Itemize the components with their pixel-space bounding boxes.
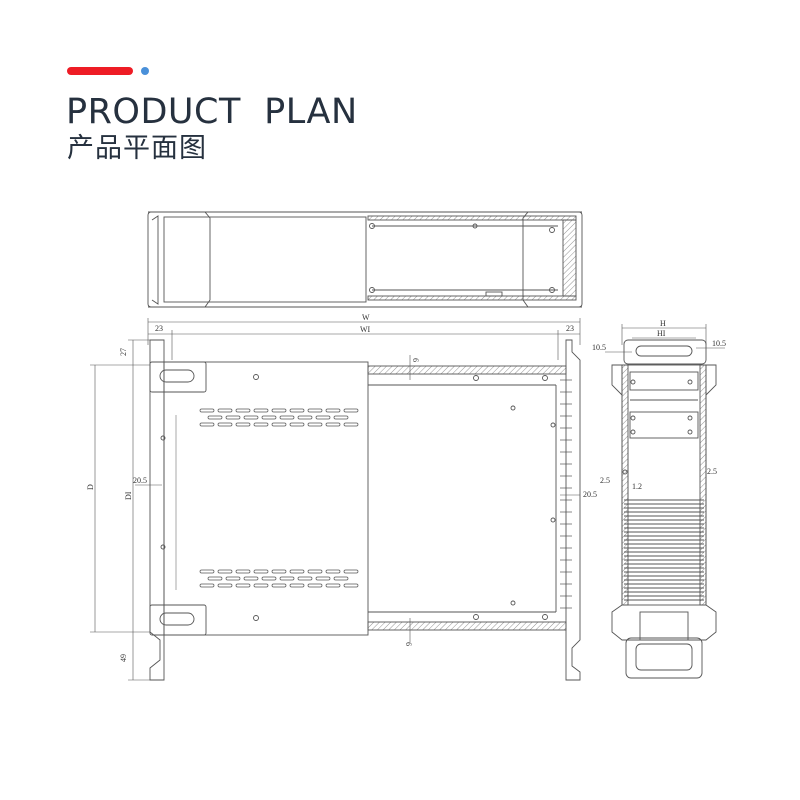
dim-label-wall-right: 2.5 xyxy=(707,467,717,476)
front-screw xyxy=(473,375,479,381)
side-bottom-bracket xyxy=(639,611,689,641)
side-handle-top xyxy=(623,339,707,365)
front-vent-bottom xyxy=(199,569,359,588)
top-view-left-handle xyxy=(148,211,211,308)
front-bottom-wall xyxy=(367,621,567,631)
side-bracket-1 xyxy=(629,371,699,391)
dim-label-top-height: 27 xyxy=(119,348,128,356)
side-left-wall xyxy=(621,364,629,606)
side-screw xyxy=(630,429,636,435)
front-vent-top xyxy=(199,408,359,427)
side-screw xyxy=(687,379,693,385)
dim-label-inner-width: WI xyxy=(360,325,371,334)
front-right-edge xyxy=(565,339,581,681)
top-view-left-handle-inner xyxy=(151,215,159,305)
side-bracket-2 xyxy=(629,411,699,439)
dim-label-height: H xyxy=(660,319,666,328)
dim-label-inner-depth: DI xyxy=(124,491,133,500)
top-view-screw xyxy=(549,227,555,233)
front-screw xyxy=(160,435,166,441)
side-handle-top-slot xyxy=(635,345,693,357)
side-handle-bottom-slot xyxy=(635,643,693,671)
side-screw xyxy=(687,415,693,421)
front-screw xyxy=(550,422,556,428)
dim-label-top-wall: 6 xyxy=(411,358,420,362)
accent-bar xyxy=(67,67,133,75)
front-cover-panel xyxy=(163,361,369,636)
dim-label-inner-height: HI xyxy=(657,329,666,338)
dim-label-wall-left: 2.5 xyxy=(600,476,610,485)
front-screw xyxy=(542,375,548,381)
top-view-outline xyxy=(147,211,583,308)
side-view: H HI 10.5 10.5 2.5 2.5 1.2 xyxy=(592,319,726,679)
dim-label-fin-offset: 20.5 xyxy=(583,490,597,499)
side-screw xyxy=(622,469,628,475)
front-handle-top-slot xyxy=(159,369,195,383)
front-screw xyxy=(253,615,259,621)
dim-label-bottom-height: 49 xyxy=(119,654,128,662)
dim-label-bottom-wall: 6 xyxy=(404,642,413,646)
dim-label-left-width: 23 xyxy=(155,324,163,333)
dim-label-wall-thin: 1.2 xyxy=(632,482,642,491)
front-screw xyxy=(510,405,516,411)
top-view-end-wall xyxy=(562,219,577,297)
page-title: PRODUCT PLAN xyxy=(66,92,358,132)
dim-label-total-width: W xyxy=(362,313,370,322)
side-handle-bottom xyxy=(625,637,703,679)
top-view-right-handle xyxy=(522,211,582,308)
top-view-cover xyxy=(163,216,367,303)
dim-label-right-ear: 10.5 xyxy=(712,339,726,348)
side-right-wall xyxy=(699,364,707,606)
front-top-wall xyxy=(367,365,567,375)
front-screw xyxy=(550,517,556,523)
front-view: 23 W WI 23 27 D DI 49 20.5 20.5 6 6 xyxy=(86,313,597,681)
front-screw xyxy=(542,614,548,620)
front-screw xyxy=(473,614,479,620)
top-view-screw xyxy=(472,223,478,229)
top-view-screw xyxy=(549,287,555,293)
dim-label-right-width: 23 xyxy=(566,324,574,333)
page-subtitle: 产品平面图 xyxy=(67,133,207,164)
top-view-screw xyxy=(369,223,375,229)
front-screw xyxy=(253,374,259,380)
front-handle-bottom xyxy=(149,604,207,636)
front-screw xyxy=(160,544,166,550)
dim-label-handle-offset: 20.5 xyxy=(133,476,147,485)
side-left-ear xyxy=(611,364,623,397)
side-screw xyxy=(630,379,636,385)
front-left-ear xyxy=(149,339,165,681)
top-view-slot xyxy=(485,291,503,297)
front-handle-bottom-slot xyxy=(159,612,195,626)
front-heatsink-fins xyxy=(560,379,572,609)
side-right-ear xyxy=(705,364,717,397)
dim-label-depth: D xyxy=(86,484,95,490)
accent-dot xyxy=(141,67,149,75)
side-screw xyxy=(630,415,636,421)
dim-label-left-ear: 10.5 xyxy=(592,343,606,352)
front-handle-top xyxy=(149,361,207,393)
top-view-bottom-wall xyxy=(367,295,577,301)
front-screw xyxy=(510,600,516,606)
side-bottom-frame xyxy=(611,604,717,641)
top-view xyxy=(147,211,583,308)
top-view-top-wall xyxy=(367,215,577,221)
top-view-screw xyxy=(369,287,375,293)
side-heatsink-fins xyxy=(624,499,704,601)
side-screw xyxy=(687,429,693,435)
